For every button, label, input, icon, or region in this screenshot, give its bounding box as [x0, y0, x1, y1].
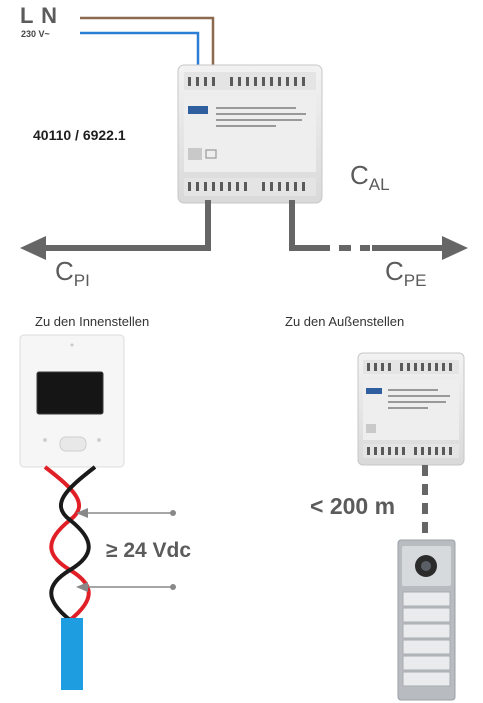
mains-voltage: 230 V~: [21, 29, 50, 39]
mains-wires: [80, 18, 213, 70]
c-pe-sub: PE: [404, 271, 427, 290]
c-pi-main: C: [55, 256, 74, 286]
indoor-monitor: [20, 335, 124, 467]
N-wire: [80, 33, 198, 70]
c-pe-label: CPE: [385, 256, 426, 287]
right-connection: [292, 200, 468, 260]
c-al-sub: AL: [369, 175, 390, 194]
outdoor-power-supply: [358, 353, 464, 465]
device-model: 40110 / 6922.1: [33, 127, 126, 143]
c-al-label: CAL: [350, 160, 390, 191]
twisted-cable: [45, 467, 95, 620]
left-connection: [20, 200, 208, 260]
c-al-main: C: [350, 160, 369, 190]
distance-label: < 200 m: [310, 493, 395, 520]
L-wire: [80, 18, 213, 70]
c-pi-label: CPI: [55, 256, 90, 287]
supply-block: [61, 618, 83, 690]
voltage-label: ≥ 24 Vdc: [106, 539, 191, 563]
indoor-destination-label: Zu den Innenstellen: [35, 314, 149, 329]
outdoor-panel: [398, 540, 455, 700]
outdoor-destination-label: Zu den Außenstellen: [285, 314, 404, 329]
mains-label: L N: [20, 3, 58, 29]
c-pi-sub: PI: [74, 271, 90, 290]
power-supply-unit: [178, 65, 322, 203]
c-pe-main: C: [385, 256, 404, 286]
